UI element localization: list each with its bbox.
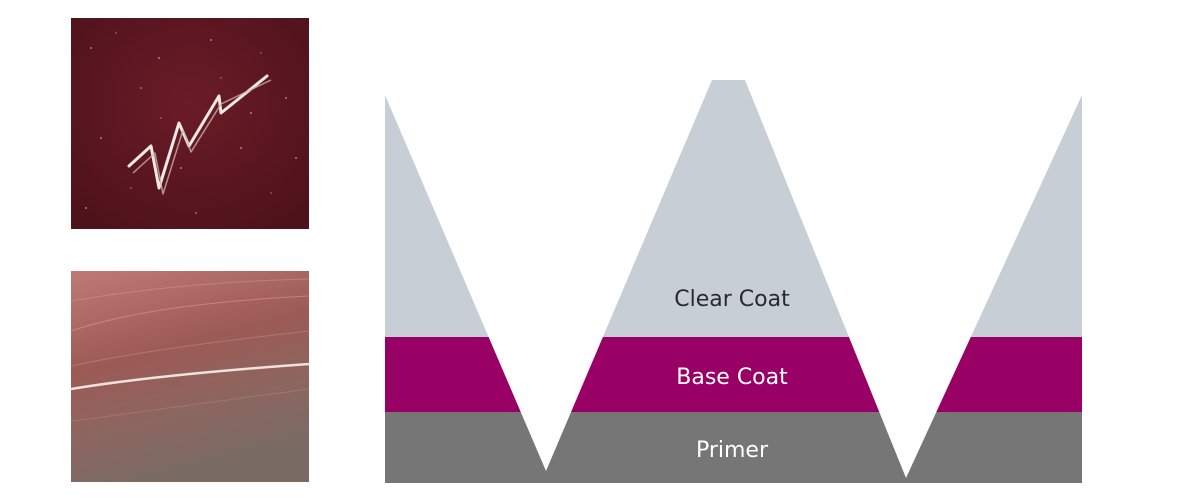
right-edge-cutout (745, 80, 1082, 478)
deep-scratch-photo (71, 18, 309, 229)
deep-scratch-image (71, 18, 309, 229)
left-edge-cutout (385, 80, 712, 471)
light-scratch-image (71, 271, 309, 482)
base-coat-label: Base Coat (676, 365, 788, 390)
clear-coat-label: Clear Coat (674, 287, 790, 312)
primer-layer (385, 412, 1082, 483)
primer-label: Primer (696, 438, 769, 463)
light-scratch-photo (71, 271, 309, 482)
